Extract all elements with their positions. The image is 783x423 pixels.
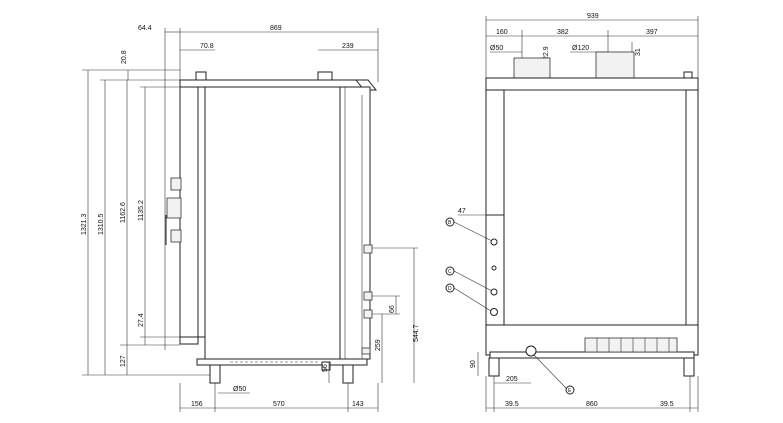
foot-left xyxy=(488,357,500,377)
leader-b xyxy=(453,221,493,242)
dim-13213-label: 1321.3 xyxy=(81,213,88,235)
top-cap xyxy=(485,77,699,91)
dim-143-label: 143 xyxy=(352,401,364,408)
dim-239-label: 239 xyxy=(342,43,354,50)
door-bottom xyxy=(179,336,199,345)
dim-860-label: 860 xyxy=(586,401,598,408)
rear-connection-4 xyxy=(361,347,371,355)
dim-229-label: 22.9 xyxy=(543,46,550,60)
dim-90-label: 90 xyxy=(470,360,477,368)
dim-13105-label: 1310.5 xyxy=(98,213,105,235)
door-handle xyxy=(166,197,182,219)
foot-front xyxy=(209,364,221,384)
callout-c-label: C xyxy=(448,269,452,275)
door-panel xyxy=(179,86,206,338)
top-port-left xyxy=(195,71,207,81)
leader-c xyxy=(453,270,493,292)
vent-grille xyxy=(584,337,678,353)
dim-127-label: 127 xyxy=(120,355,127,367)
dim-160-label: 160 xyxy=(496,29,508,36)
callout-d-label: D xyxy=(448,286,452,292)
dim-66-label: 66 xyxy=(389,305,396,313)
dim-120-label: Ø120 xyxy=(572,45,589,52)
drain-outlet xyxy=(525,345,537,357)
dim-50-top-label: Ø50 xyxy=(490,45,503,52)
connector-b xyxy=(490,238,498,246)
connector-small xyxy=(491,265,497,271)
top-cap xyxy=(179,79,369,88)
dim-56-label: 56 xyxy=(322,364,329,372)
dim-395b-label: 39.5 xyxy=(660,401,674,408)
callout-e xyxy=(565,385,575,395)
dim-31-label: 31 xyxy=(635,48,642,56)
top-port-right xyxy=(317,71,333,81)
dim-274-label: 27.4 xyxy=(138,313,145,327)
foot-rear xyxy=(342,364,354,384)
dim-397-label: 397 xyxy=(646,29,658,36)
dim-50-label: Ø50 xyxy=(233,386,246,393)
dim-5447-label: 544.7 xyxy=(413,324,420,342)
callout-e-label: E xyxy=(568,388,572,394)
foot-right xyxy=(683,357,695,377)
side-view: 64.4 869 70.8 239 20.8 xyxy=(81,25,420,412)
exhaust-center xyxy=(595,51,635,79)
rear-connection-2 xyxy=(363,291,373,301)
dim-208-label: 20.8 xyxy=(121,50,128,64)
leader-e xyxy=(533,354,567,389)
dim-11352-label: 1135.2 xyxy=(138,200,145,221)
front-view: 939 160 382 397 Ø50 22.9 Ø120 31 47 B xyxy=(445,13,699,412)
side-panel xyxy=(204,86,341,360)
dim-708-label: 70.8 xyxy=(200,43,214,50)
dim-205-label: 205 xyxy=(506,376,518,383)
rear-connection-3 xyxy=(363,309,373,319)
connector-d xyxy=(490,308,498,316)
connector-c xyxy=(490,288,498,296)
right-frame xyxy=(685,89,699,353)
leader-d xyxy=(453,287,492,312)
exhaust-left xyxy=(513,57,551,79)
drain-port xyxy=(321,361,331,371)
hinge-lower xyxy=(170,229,182,243)
dim-156-label: 156 xyxy=(191,401,203,408)
base-plate xyxy=(489,351,695,359)
dim-382-label: 382 xyxy=(557,29,569,36)
dim-11626-label: 1162.6 xyxy=(120,202,127,223)
dim-869-label: 869 xyxy=(270,25,282,32)
rear-connection-1 xyxy=(363,244,373,254)
dim-259-label: 259 xyxy=(375,339,382,351)
dim-395a-label: 39.5 xyxy=(505,401,519,408)
dim-570-label: 570 xyxy=(273,401,285,408)
dim-939-label: 939 xyxy=(587,13,599,20)
dim-644-label: 64.4 xyxy=(138,25,152,32)
callout-b-label: B xyxy=(448,220,452,226)
hinge-upper xyxy=(170,177,182,191)
dim-47-label: 47 xyxy=(458,208,466,215)
